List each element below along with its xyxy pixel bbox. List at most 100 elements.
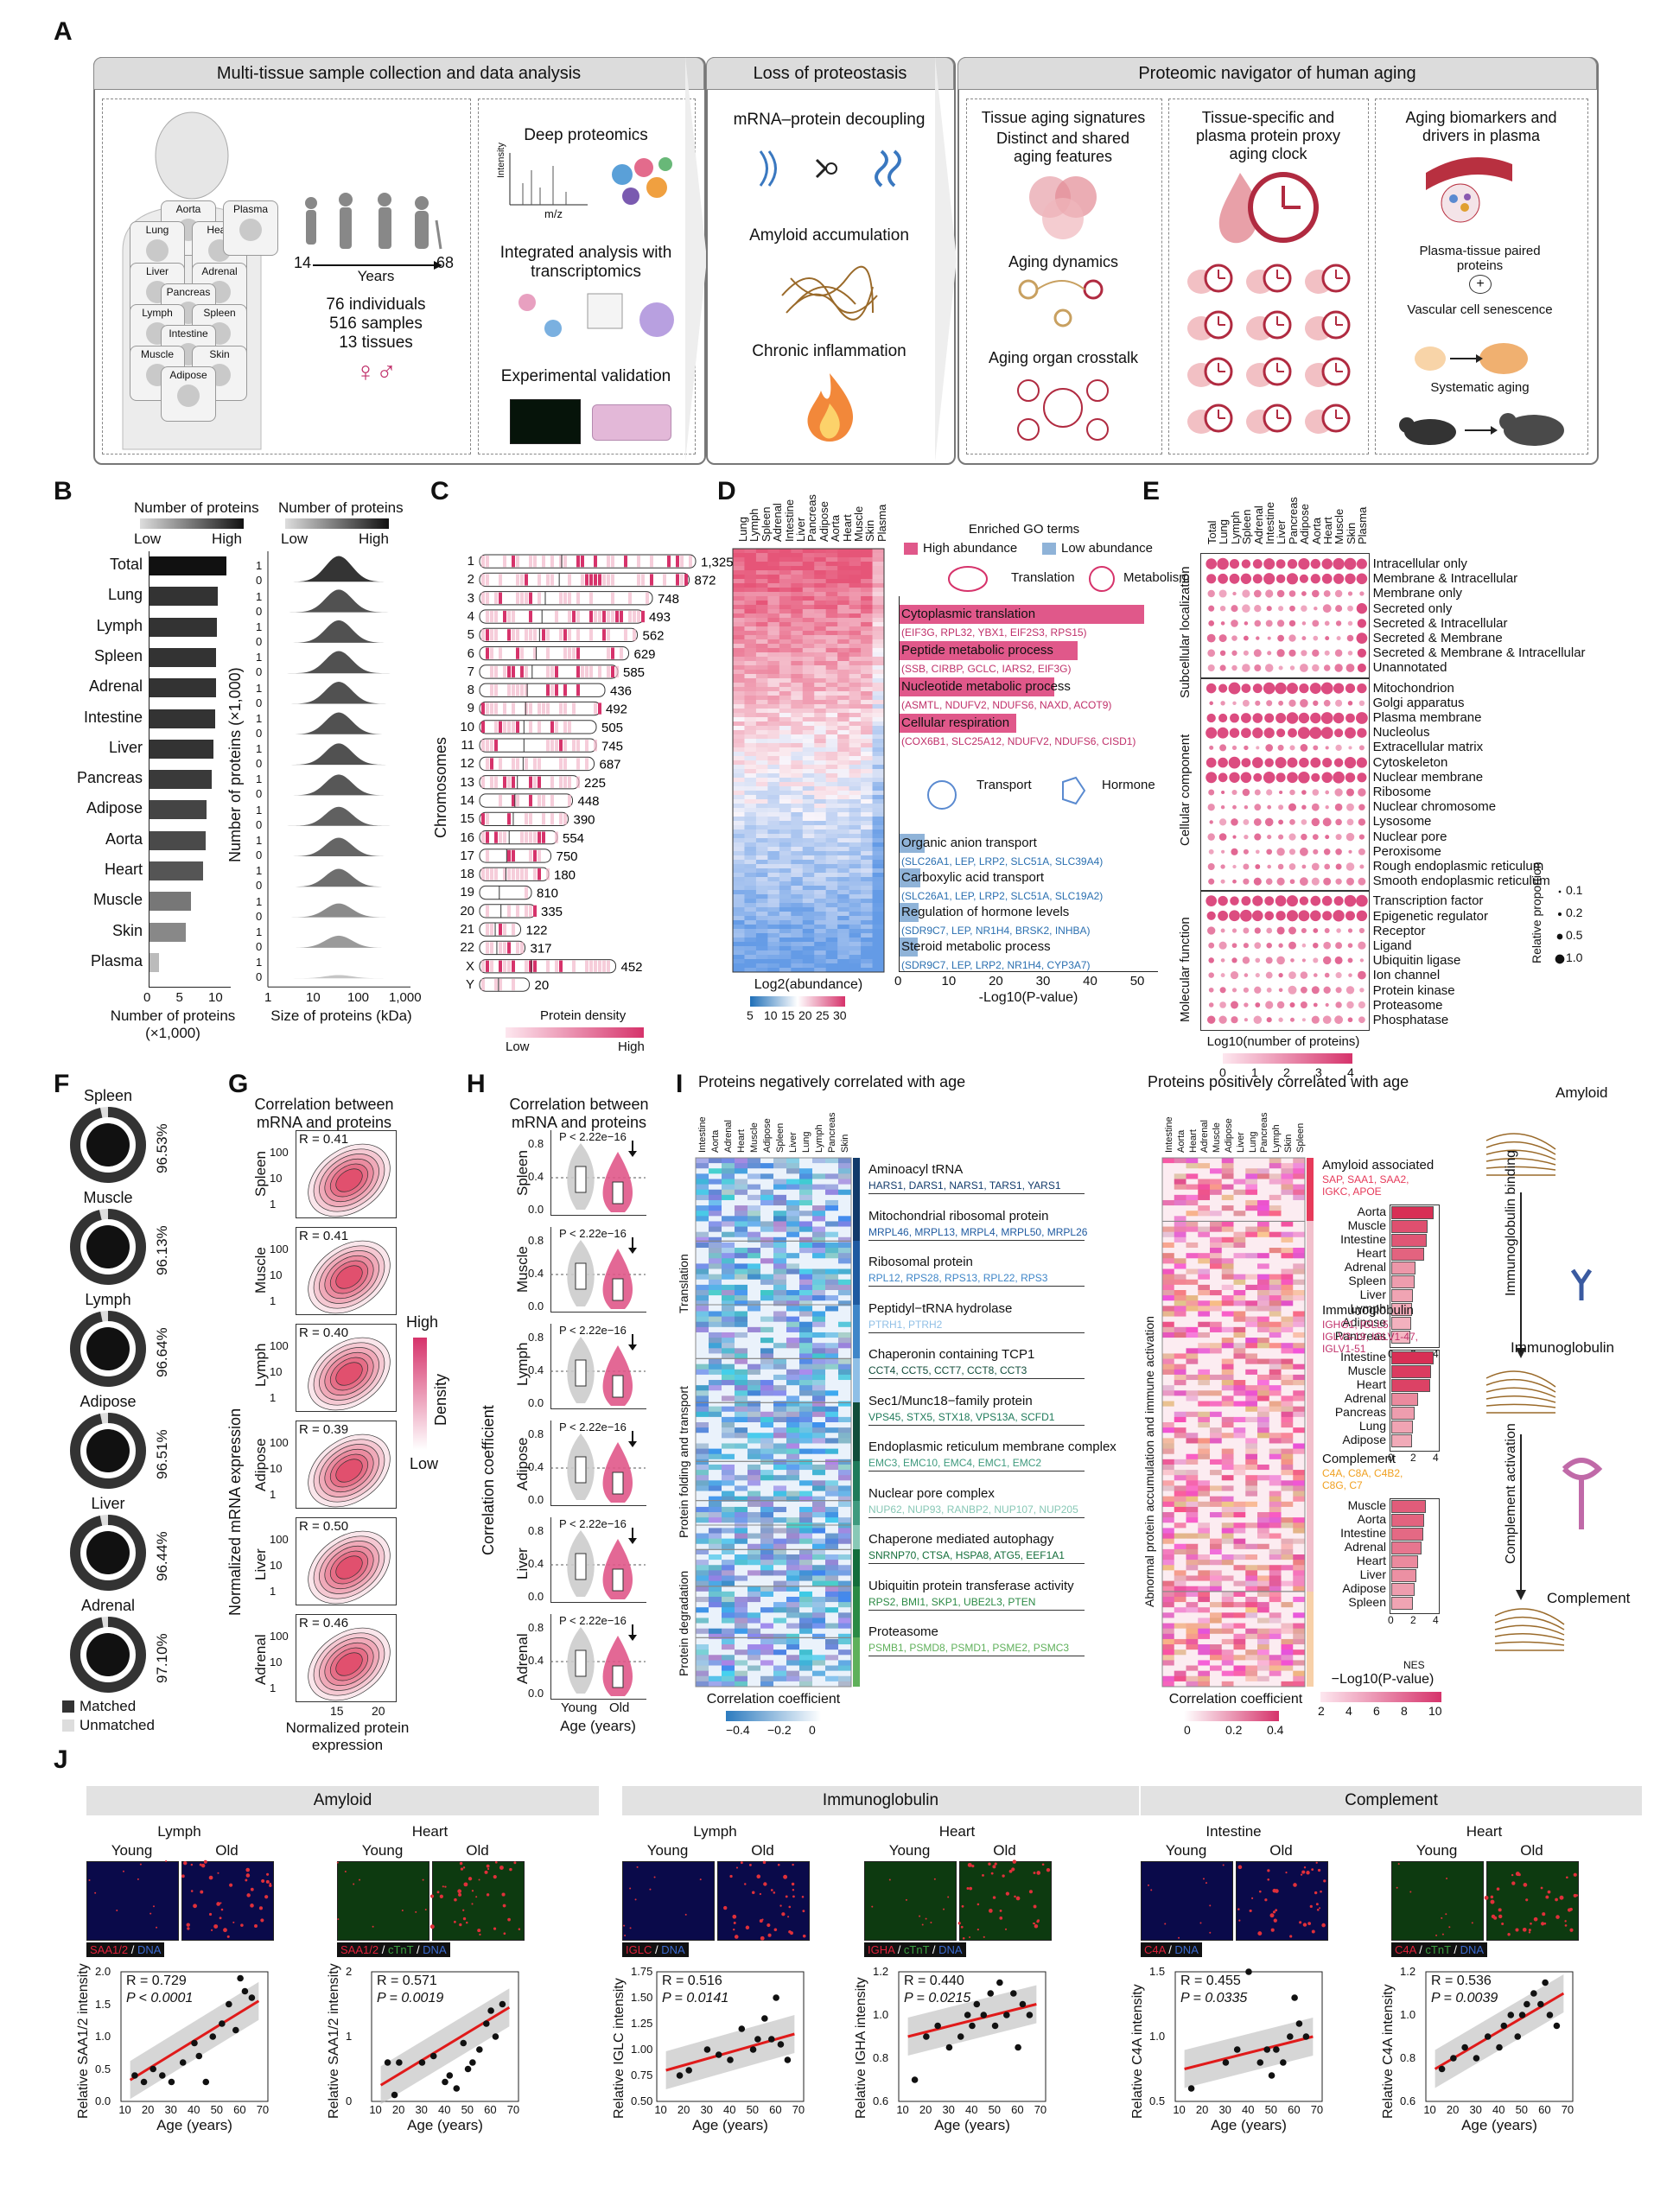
pos-cell bbox=[1281, 1184, 1294, 1191]
density-stripe bbox=[568, 592, 571, 604]
e-dot bbox=[1232, 804, 1237, 810]
pos-cell bbox=[1257, 1332, 1270, 1338]
b-xtick: 0 bbox=[143, 990, 151, 1006]
pos-cell bbox=[1162, 1560, 1175, 1566]
e-dot bbox=[1358, 941, 1366, 950]
pos-cell bbox=[1281, 1506, 1294, 1513]
pos-cell bbox=[1293, 1533, 1306, 1540]
chromosome-count: 810 bbox=[537, 887, 558, 901]
heat-cell bbox=[755, 907, 768, 912]
neg-cell bbox=[812, 1385, 826, 1391]
heat-cell bbox=[872, 575, 885, 580]
heat-cell bbox=[849, 950, 862, 956]
pos-cell bbox=[1257, 1554, 1270, 1560]
heat-cell bbox=[779, 950, 792, 956]
b-legend-title-1: Number of proteins bbox=[134, 499, 259, 516]
pos-cell bbox=[1221, 1548, 1234, 1555]
pos-cell bbox=[1174, 1253, 1186, 1259]
heat-cell bbox=[802, 683, 815, 688]
pos-cell bbox=[1198, 1374, 1211, 1381]
b-tissue-label: Muscle bbox=[92, 891, 143, 909]
neg-cell bbox=[696, 1300, 709, 1306]
heat-cell bbox=[755, 553, 768, 558]
neg-cell bbox=[812, 1480, 826, 1486]
density-stripe bbox=[576, 740, 580, 752]
pos-cell bbox=[1186, 1163, 1199, 1169]
e-dot bbox=[1299, 757, 1309, 767]
pos-cell bbox=[1174, 1543, 1186, 1550]
pos-cell bbox=[1233, 1448, 1246, 1455]
pos-cell bbox=[1269, 1290, 1282, 1296]
neg-cell bbox=[799, 1390, 813, 1396]
pos-cell bbox=[1174, 1268, 1186, 1275]
density-stripe bbox=[559, 776, 563, 788]
pos-cell bbox=[1281, 1543, 1294, 1550]
density-stripe bbox=[650, 574, 653, 586]
neg-cell bbox=[812, 1517, 826, 1523]
g-tissue-label: Muscle bbox=[252, 1247, 269, 1294]
density-stripe bbox=[503, 610, 506, 623]
heat-cell bbox=[733, 747, 745, 753]
density-stripe bbox=[525, 629, 528, 641]
neg-cell bbox=[825, 1470, 839, 1476]
pos-cell bbox=[1221, 1158, 1234, 1164]
heat-cell bbox=[837, 626, 850, 632]
pos-cell bbox=[1198, 1263, 1211, 1270]
e-dot bbox=[1335, 848, 1342, 855]
pos-cell bbox=[1210, 1216, 1223, 1222]
e-dot bbox=[1335, 818, 1342, 825]
neg-cell bbox=[838, 1554, 852, 1560]
heat-cell bbox=[814, 553, 827, 558]
e-dot bbox=[1357, 683, 1367, 693]
density-stripe bbox=[563, 776, 567, 788]
pos-cell bbox=[1198, 1453, 1211, 1460]
b-bar-aorta bbox=[149, 830, 206, 850]
heat-cell bbox=[861, 605, 874, 610]
go-xtick: 50 bbox=[1129, 974, 1145, 988]
neg-cell bbox=[838, 1406, 852, 1413]
pos-cell bbox=[1245, 1316, 1258, 1323]
neg-cell bbox=[838, 1633, 852, 1640]
neg-cell bbox=[735, 1422, 748, 1428]
heat-cell bbox=[755, 575, 768, 580]
e-dot bbox=[1267, 651, 1272, 656]
neg-cell bbox=[799, 1528, 813, 1535]
pos-cell bbox=[1210, 1554, 1223, 1560]
pos-cell bbox=[1210, 1211, 1223, 1217]
neg-cell bbox=[812, 1316, 826, 1323]
heat-cell bbox=[744, 881, 757, 887]
pos-cell bbox=[1245, 1221, 1258, 1228]
heat-cell bbox=[802, 661, 815, 666]
pos-cell bbox=[1186, 1416, 1199, 1423]
neg-cell bbox=[825, 1205, 839, 1211]
heat-cell bbox=[837, 955, 850, 960]
neg-cell bbox=[812, 1189, 826, 1196]
neg-cell bbox=[709, 1453, 722, 1460]
neg-cell bbox=[786, 1522, 800, 1529]
pos-cell bbox=[1198, 1543, 1211, 1550]
pos-cell bbox=[1233, 1501, 1246, 1508]
heat-cell bbox=[849, 959, 862, 964]
heat-cell bbox=[779, 916, 792, 921]
pos-cell bbox=[1257, 1311, 1270, 1318]
neg-cell bbox=[786, 1416, 800, 1423]
heat-cell bbox=[872, 765, 885, 770]
heat-cell bbox=[872, 842, 885, 848]
heat-cell bbox=[755, 968, 768, 973]
density-stripe bbox=[486, 556, 489, 568]
chromosome-13 bbox=[479, 775, 580, 790]
e-dot bbox=[1359, 591, 1365, 596]
heat-cell bbox=[849, 674, 862, 679]
g-density-contours bbox=[308, 1433, 391, 1508]
neg-cell bbox=[722, 1470, 735, 1476]
hist-xtick: 10 bbox=[306, 990, 321, 1006]
hist-total bbox=[277, 556, 401, 582]
pos-cell bbox=[1186, 1253, 1199, 1259]
heat-cell bbox=[802, 557, 815, 563]
heat-cell bbox=[814, 782, 827, 787]
heat-cell bbox=[767, 618, 780, 623]
panel-label-e: E bbox=[1142, 477, 1161, 505]
neg-cell bbox=[838, 1596, 852, 1603]
neg-cell bbox=[722, 1194, 735, 1201]
neg-cell bbox=[838, 1242, 852, 1249]
